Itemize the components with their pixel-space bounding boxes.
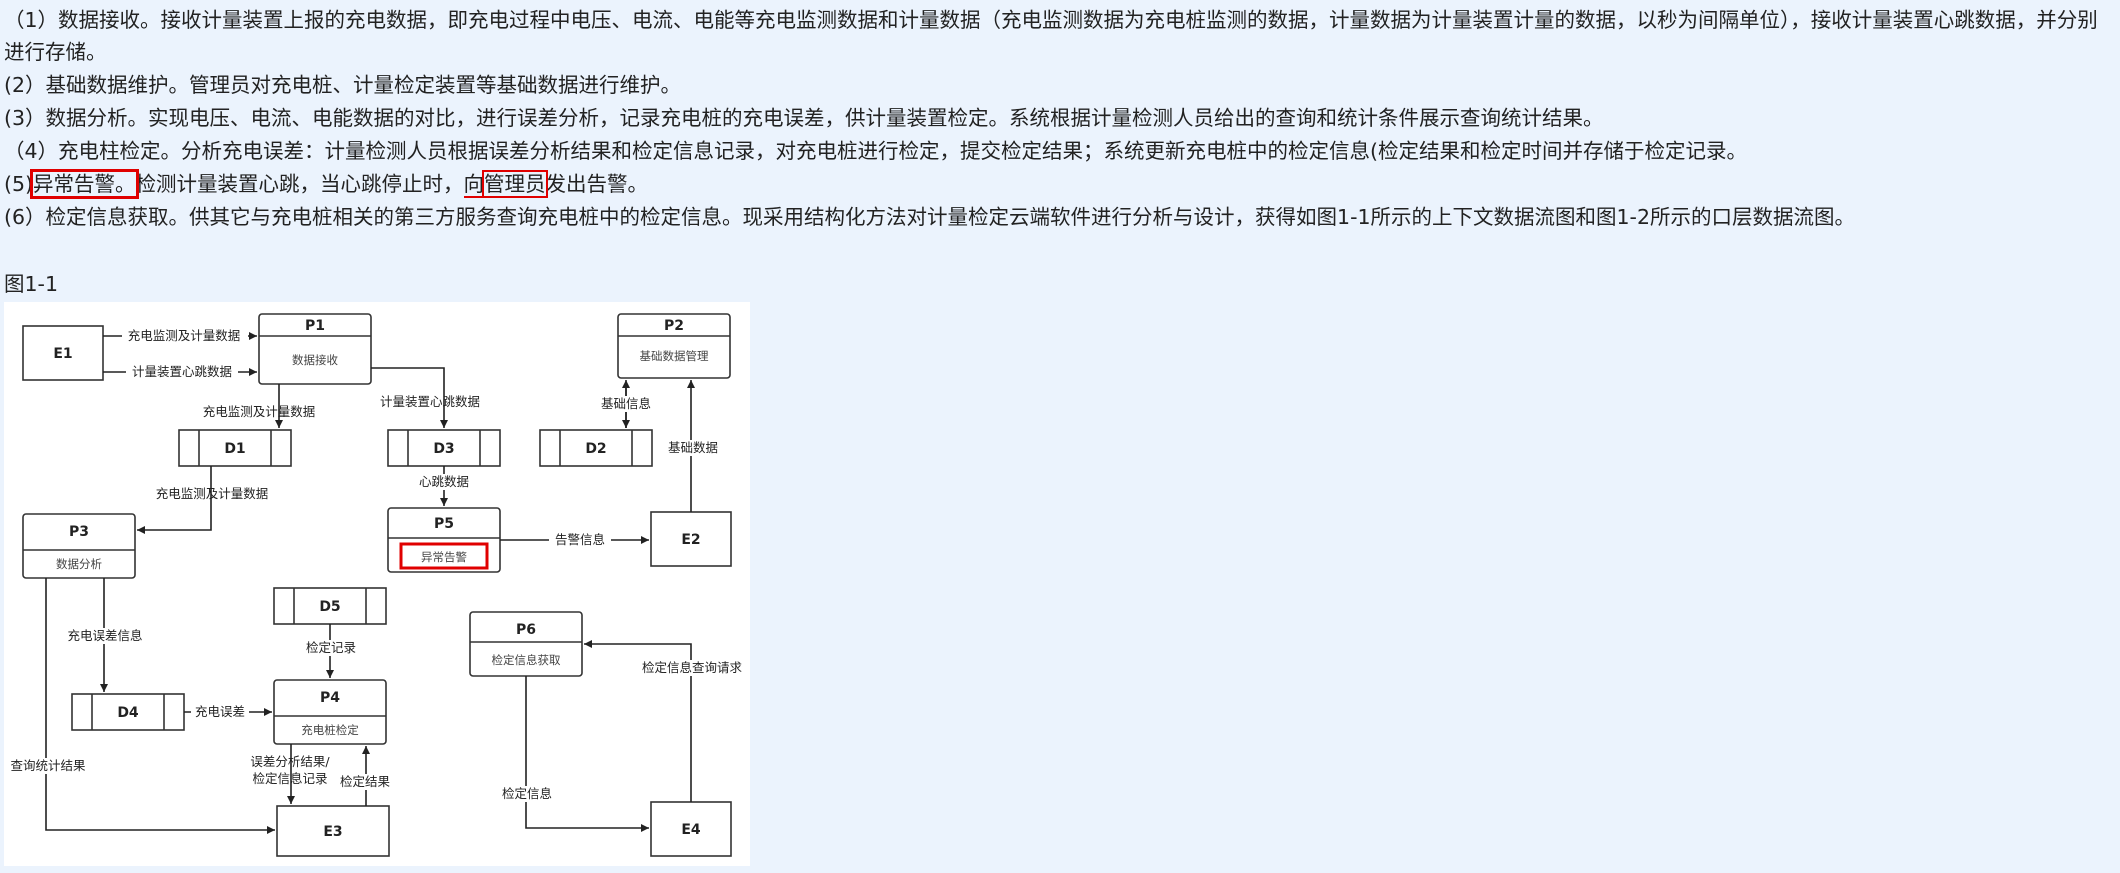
entity-e1-label: E1: [53, 346, 72, 362]
p5-suffix: 发出告警。: [545, 172, 649, 196]
entity-e3-label: E3: [323, 824, 342, 840]
store-d3-label: D3: [433, 441, 454, 457]
process-p6-id: P6: [516, 622, 536, 638]
flow-label-e3-p4: 检定结果: [340, 774, 391, 789]
process-p5-id: P5: [434, 516, 454, 532]
store-d2-label: D2: [585, 441, 606, 457]
entity-e2-label: E2: [681, 532, 700, 548]
flow-label-e2-p2: 基础数据: [668, 440, 718, 455]
flow-p3-e3: [45, 578, 275, 834]
p5-highlight-admin: 管理员: [482, 170, 548, 198]
flow-label-d5-p4: 检定记录: [306, 640, 356, 655]
p5-middle: 检测计量装置心跳，当心跳停止时，: [135, 172, 464, 196]
store-d1-label: D1: [224, 441, 245, 457]
flow-p6-e4: [525, 676, 649, 832]
flow-label-d3-p5: 心跳数据: [419, 474, 469, 489]
flow-label-p3-e3: 查询统计结果: [10, 758, 86, 773]
paragraph-1: （1）数据接收。接收计量装置上报的充电数据，即充电过程中电压、电流、电能等充电监…: [4, 8, 2098, 64]
entity-e1-box: [22, 325, 104, 381]
flow-d1-p3: [137, 466, 212, 534]
flow-label-p3-d4: 充电误差信息: [67, 628, 142, 643]
paragraph-2: (2）基础数据维护。管理员对充电桩、计量检定装置等基础数据进行维护。: [4, 73, 682, 97]
store-d5-label: D5: [319, 599, 340, 615]
flow-label-p4-e3-line2: 检定信息记录: [252, 771, 327, 786]
flow-e4-p6: [584, 640, 692, 802]
process-p4-id: P4: [320, 690, 340, 706]
entity-e3-box: [276, 805, 390, 857]
flow-label-d4-p4: 充电误差: [195, 704, 245, 719]
process-p1-name: 数据接收: [292, 353, 338, 367]
flow-label-e1-p1-b: 计量装置心跳数据: [132, 364, 232, 379]
data-flow-diagram: E1 E2 E3 E4 P1 数据接收 P2 基础数据管理 P3 数据分析 P4…: [4, 302, 750, 866]
process-p6-name: 检定信息获取: [492, 653, 561, 667]
process-p1-id: P1: [305, 318, 325, 334]
flow-label-p1-d3: 计量装置心跳数据: [380, 394, 480, 409]
flow-label-e4-p6: 检定信息查询请求: [642, 660, 743, 675]
store-d1-box: [178, 429, 292, 467]
p5-name-highlight: [399, 542, 489, 570]
process-p2-id: P2: [664, 318, 684, 334]
paragraph-5: (5)异常告警。检测计量装置心跳，当心跳停止时，向管理员发出告警。: [4, 168, 2114, 200]
process-p3-box: [22, 513, 136, 579]
flow-label-p2-d2: 基础信息: [601, 396, 651, 411]
flow-label-p5-e2: 告警信息: [555, 532, 605, 547]
paragraph-4: （4）充电柱检定。分析充电误差：计量检测人员根据误差分析结果和检定信息记录，对充…: [4, 139, 1748, 163]
process-p2-name: 基础数据管理: [640, 349, 709, 363]
flow-label-d1-p3: 充电监测及计量数据: [156, 486, 269, 501]
flow-label-e1-p1-a: 充电监测及计量数据: [128, 328, 241, 343]
paragraph-6: (6）检定信息获取。供其它与充电桩相关的第三方服务查询充电桩中的检定信息。现采用…: [4, 205, 1856, 229]
entity-e4-label: E4: [681, 822, 701, 838]
store-d2-box: [539, 429, 653, 467]
process-p4-box: [273, 679, 387, 745]
flow-p1-d3: [371, 367, 448, 428]
flow-label-p4-e3-line1: 误差分析结果/: [250, 754, 330, 769]
store-d4-label: D4: [117, 705, 139, 721]
figure-label: 图1-1: [4, 272, 58, 296]
process-p3-id: P3: [69, 524, 89, 540]
flow-label-p1-d1: 充电监测及计量数据: [203, 404, 316, 419]
flow-label-p6-e4: 检定信息: [502, 786, 552, 801]
process-p3-name: 数据分析: [56, 557, 102, 571]
process-p4-name: 充电桩检定: [301, 723, 359, 737]
process-p1-box: [258, 313, 372, 385]
process-p5-name: 异常告警: [421, 550, 467, 564]
p5-underlined: 向: [463, 172, 485, 198]
process-p2-box: [617, 313, 731, 379]
p5-highlight-abnormal-alarm: 异常告警。: [30, 169, 139, 199]
p5-prefix: (5): [4, 172, 34, 196]
paragraph-3: (3）数据分析。实现电压、电流、电能数据的对比，进行误差分析，记录充电桩的充电误…: [4, 106, 1604, 130]
